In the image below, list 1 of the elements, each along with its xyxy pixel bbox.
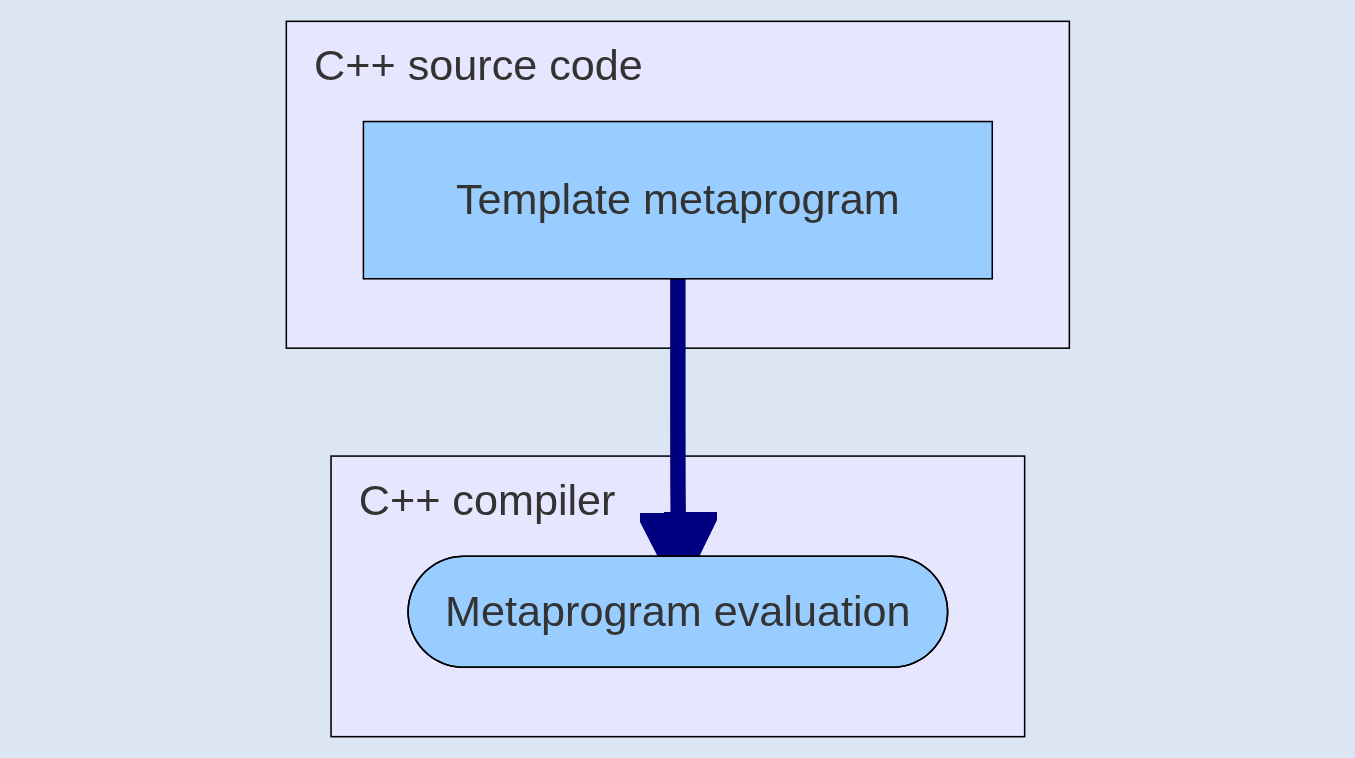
node-box: Template metaprogram: [362, 120, 993, 280]
